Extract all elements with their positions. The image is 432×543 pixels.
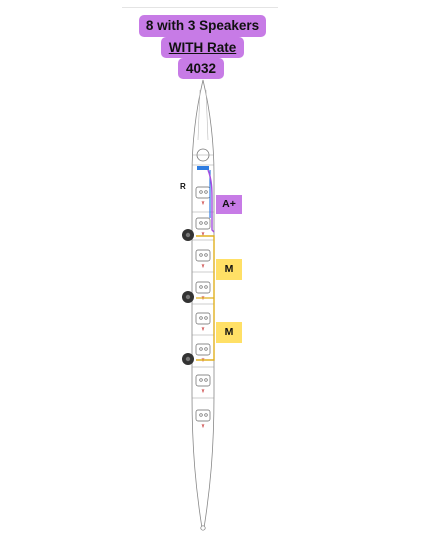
bow-line — [197, 89, 201, 141]
title-line-3: 4032 — [178, 58, 224, 79]
mic-tag-1: M — [216, 259, 242, 280]
seat-2 — [195, 217, 211, 230]
stern-tip — [200, 525, 206, 531]
seat-4 — [195, 281, 211, 294]
speaker-1 — [182, 229, 194, 241]
seat-7 — [195, 374, 211, 387]
seats — [195, 186, 211, 422]
seat-dividers — [192, 211, 214, 399]
rate-tag: A+ — [216, 195, 242, 214]
seat-3 — [195, 249, 211, 262]
side-label: R — [180, 182, 186, 191]
title-line-1: 8 with 3 Speakers — [139, 15, 266, 37]
top-divider — [122, 7, 278, 8]
bow-line-2 — [205, 89, 209, 141]
mic-tag-2: M — [216, 322, 242, 343]
wire-purple — [207, 169, 215, 233]
rate-sensor — [197, 166, 209, 170]
title-line-2: WITH Rate — [161, 37, 244, 58]
seat-1 — [195, 186, 211, 199]
seat-8 — [195, 409, 211, 422]
seat-5 — [195, 312, 211, 325]
seat-marks — [201, 200, 205, 429]
speaker-3 — [182, 353, 194, 365]
seat-6 — [195, 343, 211, 356]
speaker-2 — [182, 291, 194, 303]
